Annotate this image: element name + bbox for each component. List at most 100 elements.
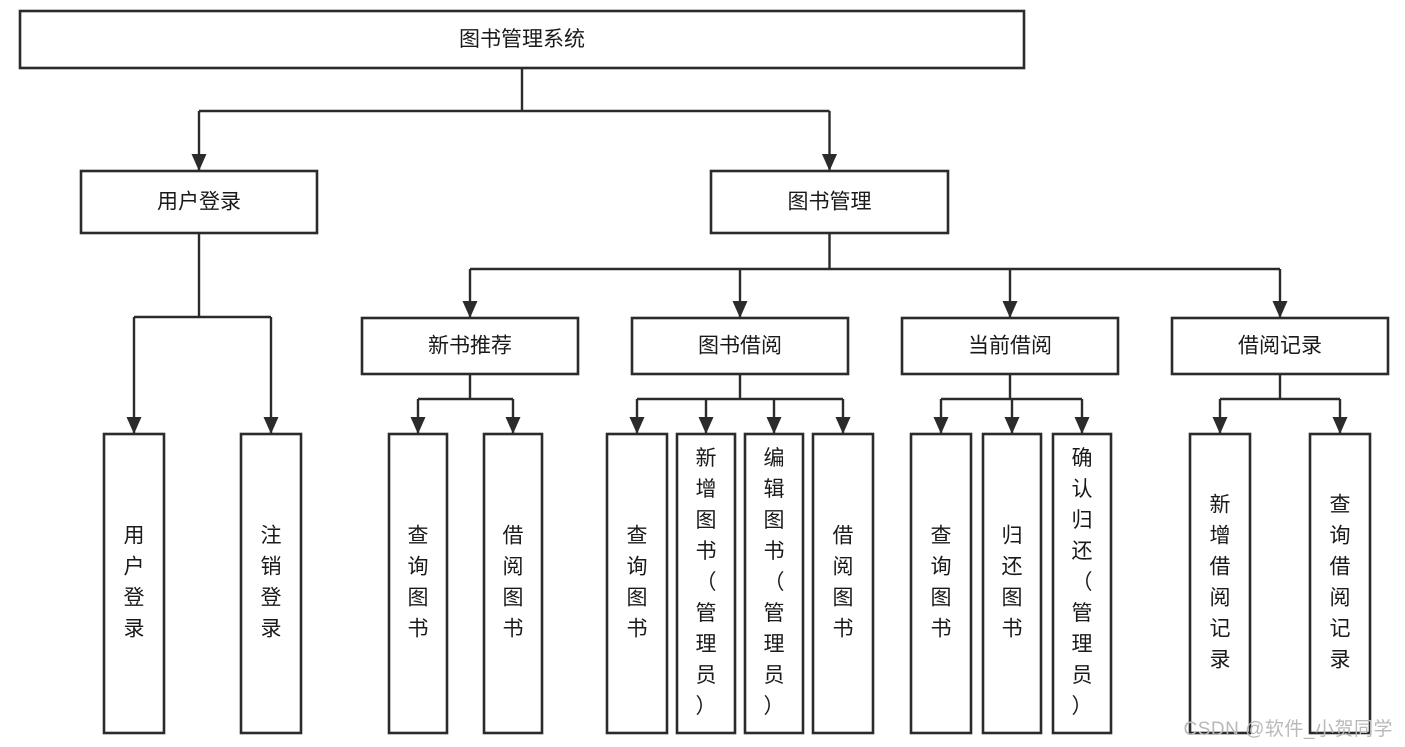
node-label-char: 录 bbox=[1330, 649, 1351, 672]
node-label-char: 员 bbox=[764, 664, 785, 687]
node-user-login[interactable]: 用户登录 bbox=[79, 169, 319, 235]
connector-edges-layer bbox=[126, 68, 1348, 434]
node-label-char: 新 bbox=[1210, 494, 1231, 517]
node-leaf-return-book[interactable]: 归还图书归还图书 bbox=[981, 432, 1043, 735]
node-leaf-query-book-2[interactable]: 查询图书查询图书 bbox=[605, 432, 669, 735]
node-box-book-manage bbox=[709, 169, 950, 235]
node-label-char: 借 bbox=[1210, 556, 1231, 579]
edge-group-root bbox=[191, 68, 837, 171]
edge-group-borrow-record bbox=[1212, 374, 1348, 434]
node-label-char: 借 bbox=[1330, 556, 1351, 579]
node-label-char: 阅 bbox=[503, 556, 524, 579]
node-label-char: 图 bbox=[503, 587, 524, 610]
node-label-current-borrow: 当前借阅 bbox=[968, 335, 1052, 358]
node-box-leaf-query-record bbox=[1308, 432, 1372, 735]
node-leaf-query-book-1[interactable]: 查询图书查询图书 bbox=[387, 432, 449, 735]
node-label-char: 登 bbox=[261, 587, 282, 610]
watermark-label: CSDN @软件_小贺同学 bbox=[1183, 719, 1393, 740]
node-box-root bbox=[18, 9, 1026, 70]
node-label-char: 书 bbox=[833, 618, 854, 641]
node-box-leaf-query-book-1 bbox=[387, 432, 449, 735]
node-label-char: 阅 bbox=[1210, 587, 1231, 610]
node-label-char: 录 bbox=[124, 618, 145, 641]
node-leaf-user-login[interactable]: 用户登录用户登录 bbox=[102, 432, 166, 735]
edge-group-user-login bbox=[126, 233, 279, 434]
node-label-char: 辑 bbox=[764, 478, 785, 501]
node-label-char: 书 bbox=[1002, 618, 1023, 641]
node-label-char: 书 bbox=[696, 540, 717, 563]
node-box-current-borrow bbox=[900, 316, 1120, 376]
node-label-char: 理 bbox=[1072, 633, 1093, 656]
node-label-char: 归 bbox=[1002, 525, 1023, 548]
node-label-char: 归 bbox=[1072, 509, 1093, 532]
node-label-char: （ bbox=[696, 571, 717, 594]
node-label-char: 图 bbox=[627, 587, 648, 610]
node-box-leaf-add-record bbox=[1188, 432, 1252, 735]
node-box-leaf-query-book-2 bbox=[605, 432, 669, 735]
node-label-char: 管 bbox=[696, 602, 717, 625]
node-label-char: 户 bbox=[124, 556, 145, 579]
node-box-leaf-add-book bbox=[675, 432, 737, 735]
node-label-char: 询 bbox=[1330, 525, 1351, 548]
node-box-book-borrow bbox=[630, 316, 850, 376]
node-label-char: 理 bbox=[764, 633, 785, 656]
node-label-char: 查 bbox=[408, 525, 429, 548]
arrow-head-icon bbox=[462, 301, 478, 318]
arrow-head-icon bbox=[1332, 417, 1348, 434]
node-label-char: 图 bbox=[696, 509, 717, 532]
node-box-new-book-rec bbox=[360, 316, 580, 376]
node-root[interactable]: 图书管理系统 bbox=[18, 9, 1026, 70]
node-leaf-add-record[interactable]: 新增借阅记录新增借阅记录 bbox=[1188, 432, 1252, 735]
node-label-char: ） bbox=[764, 695, 785, 718]
node-leaf-user-logout[interactable]: 注销登录注销登录 bbox=[239, 432, 303, 735]
node-label-char: （ bbox=[1072, 571, 1093, 594]
arrow-head-icon bbox=[1272, 301, 1288, 318]
node-label-char: 阅 bbox=[833, 556, 854, 579]
node-new-book-rec[interactable]: 新书推荐 bbox=[360, 316, 580, 376]
node-current-borrow[interactable]: 当前借阅 bbox=[900, 316, 1120, 376]
node-label-char: 查 bbox=[1330, 494, 1351, 517]
node-borrow-record[interactable]: 借阅记录 bbox=[1170, 316, 1390, 376]
node-leaf-query-record[interactable]: 查询借阅记录查询借阅记录 bbox=[1308, 432, 1372, 735]
arrow-head-icon bbox=[1074, 417, 1090, 434]
node-label-char: 查 bbox=[627, 525, 648, 548]
node-label-book-manage: 图书管理 bbox=[788, 191, 872, 214]
node-box-leaf-borrow-book-1 bbox=[482, 432, 544, 735]
node-leaf-borrow-book-2[interactable]: 借阅图书借阅图书 bbox=[811, 432, 875, 735]
diagram-nodes-layer: 图书管理系统用户登录图书管理新书推荐图书借阅当前借阅借阅记录用户登录用户登录注销… bbox=[18, 9, 1390, 735]
node-label-char: 员 bbox=[696, 664, 717, 687]
node-box-leaf-borrow-book-2 bbox=[811, 432, 875, 735]
node-label-char: 认 bbox=[1072, 478, 1093, 501]
node-label-char: 询 bbox=[408, 556, 429, 579]
node-leaf-query-book-3[interactable]: 查询图书查询图书 bbox=[909, 432, 973, 735]
node-label-char: 图 bbox=[408, 587, 429, 610]
node-label-char: 理 bbox=[696, 633, 717, 656]
arrow-head-icon bbox=[126, 417, 142, 434]
node-label-borrow-record: 借阅记录 bbox=[1238, 335, 1322, 358]
node-label-char: 还 bbox=[1072, 540, 1093, 563]
node-label-char: 询 bbox=[627, 556, 648, 579]
node-book-borrow[interactable]: 图书借阅 bbox=[630, 316, 850, 376]
node-label-root: 图书管理系统 bbox=[459, 28, 585, 51]
node-label-char: 图 bbox=[764, 509, 785, 532]
node-label-char: 书 bbox=[503, 618, 524, 641]
arrow-head-icon bbox=[698, 417, 714, 434]
node-box-leaf-user-login bbox=[102, 432, 166, 735]
node-label-char: 管 bbox=[1072, 602, 1093, 625]
node-label-char: 还 bbox=[1002, 556, 1023, 579]
arrow-head-icon bbox=[505, 417, 521, 434]
node-label-char: 录 bbox=[261, 618, 282, 641]
arrow-head-icon bbox=[732, 301, 748, 318]
node-label-char: 借 bbox=[833, 525, 854, 548]
node-label-char: 新 bbox=[696, 447, 717, 470]
node-label-char: 书 bbox=[764, 540, 785, 563]
node-book-manage[interactable]: 图书管理 bbox=[709, 169, 950, 235]
arrow-head-icon bbox=[933, 417, 949, 434]
node-label-char: 销 bbox=[261, 556, 282, 579]
node-leaf-borrow-book-1[interactable]: 借阅图书借阅图书 bbox=[482, 432, 544, 735]
node-label-char: （ bbox=[764, 571, 785, 594]
